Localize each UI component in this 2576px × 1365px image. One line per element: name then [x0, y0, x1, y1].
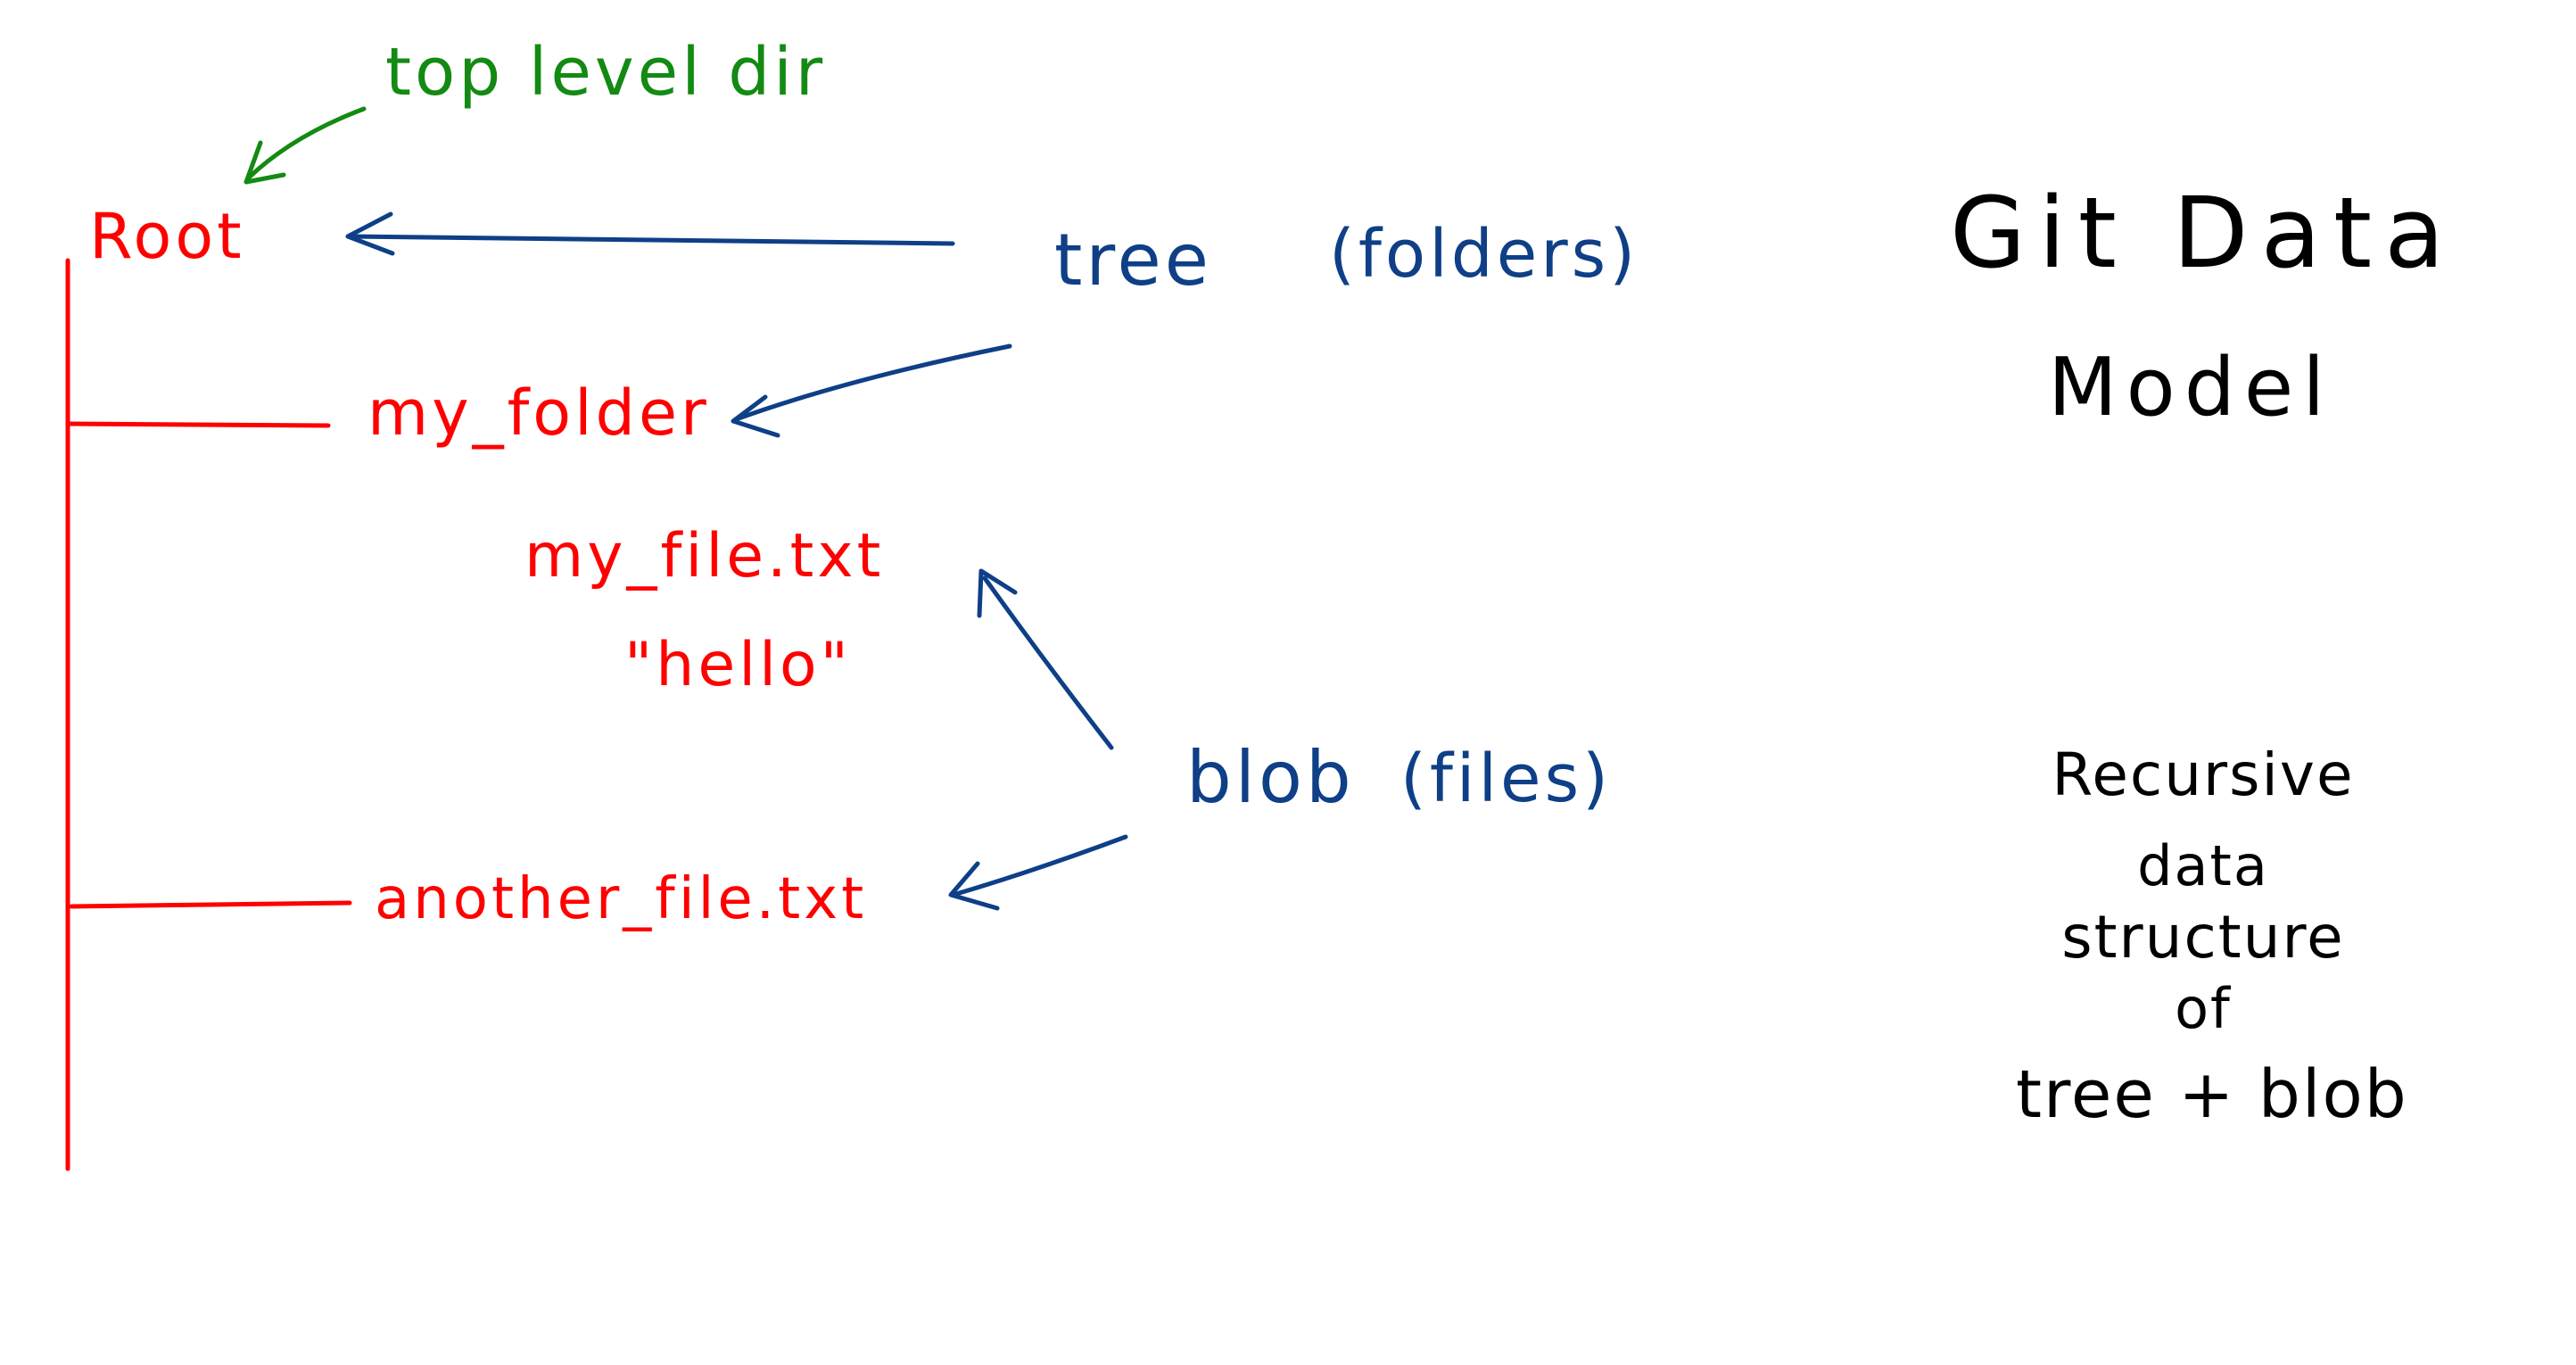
- arrow-blob-to-another-file: [954, 834, 1128, 897]
- arrow-top-level-dir: [245, 106, 367, 181]
- arrow-tree-to-root: [348, 234, 955, 246]
- branch-another-file-line: [69, 900, 352, 909]
- note-line3: structure: [2061, 903, 2345, 972]
- my-folder-label: my_folder: [367, 376, 710, 450]
- arrowhead-tree-to-my-folder: [731, 394, 780, 438]
- my-file-label: my_file.txt: [524, 521, 885, 592]
- diagram-title-line2: Model: [2048, 341, 2334, 434]
- diagram-title-line1: Git Data: [1950, 176, 2457, 290]
- hello-content-label: "hello": [624, 630, 852, 700]
- branch-my-folder-line: [65, 421, 331, 428]
- tree-note-label: (folders): [1329, 216, 1639, 293]
- top-level-dir-label: top level dir: [385, 34, 827, 111]
- note-line4: of: [2175, 976, 2232, 1041]
- root-label: Root: [89, 200, 245, 273]
- note-line1: Recursive: [2052, 740, 2355, 809]
- another-file-label: another_file.txt: [375, 866, 868, 932]
- arrowhead-blob-to-another-file: [948, 861, 1000, 911]
- arrow-tree-to-my-folder: [733, 343, 1012, 422]
- blob-note-label: (files): [1400, 740, 1612, 817]
- arrowhead-blob-to-my-file: [977, 568, 1018, 618]
- arrowhead-tree-to-root: [345, 211, 395, 256]
- arrow-blob-to-my-file: [982, 575, 1114, 750]
- note-line5: tree + blob: [2016, 1056, 2408, 1133]
- blob-label: blob: [1186, 736, 1355, 819]
- tree-label: tree: [1054, 219, 1212, 302]
- note-line2: data: [2137, 833, 2269, 898]
- arrowhead-top-level-dir: [244, 140, 286, 185]
